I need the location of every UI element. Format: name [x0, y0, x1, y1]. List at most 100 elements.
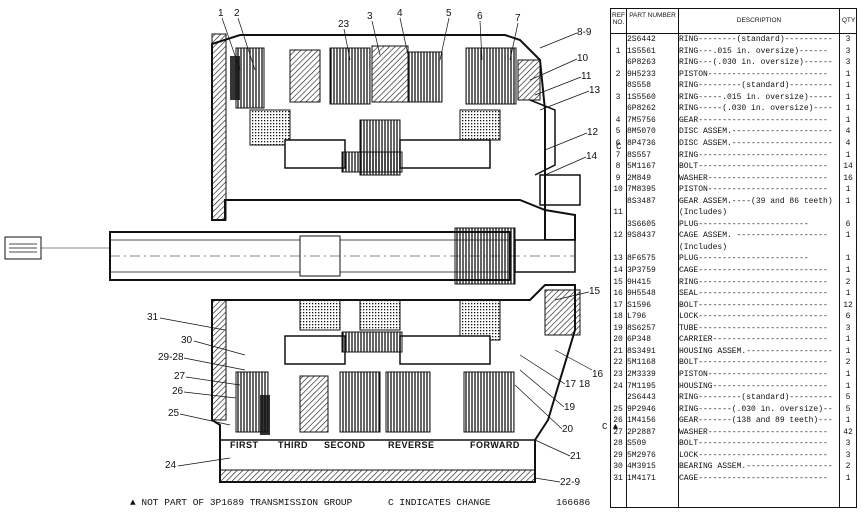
column-divider	[839, 9, 840, 507]
part-number-cell: 1M4156	[627, 416, 656, 426]
callout-number: 29-28	[158, 352, 184, 363]
description-cell: WASHER-------------------------	[679, 173, 828, 183]
qty-cell: 6	[845, 312, 851, 322]
column-divider	[626, 9, 627, 507]
header-ref-no: REF NO.	[612, 12, 625, 26]
change-mark: C	[616, 142, 622, 152]
callout-number: 8-9	[577, 27, 592, 38]
table-header: REF NO. PART NUMBER DESCRIPTION QTY	[611, 9, 856, 34]
ref-no-cell: 1	[615, 46, 621, 56]
table-row: 1 1S5561 RING---.015 in. oversize)------ 3	[611, 46, 856, 58]
ref-no-cell: 8	[615, 162, 621, 172]
ref-no-cell: 29	[613, 450, 623, 460]
ref-no-cell: 30	[613, 462, 623, 472]
description-cell: RING---------(standard)---------	[679, 81, 833, 91]
ref-no-cell: 17	[613, 300, 623, 310]
qty-cell: 1	[845, 104, 851, 114]
qty-cell: 5	[845, 404, 851, 414]
ref-no-cell: 25	[613, 404, 623, 414]
part-number-cell: 2S6443	[627, 393, 656, 403]
qty-cell: 3	[845, 439, 851, 449]
part-number-cell: L796	[627, 312, 647, 322]
ref-no-cell: 2	[615, 69, 621, 79]
description-cell: DISC ASSEM.---------------------	[679, 127, 833, 137]
part-number-cell: 5M1167	[627, 162, 656, 172]
qty-cell: 1	[845, 369, 851, 379]
column-divider	[678, 9, 679, 507]
part-number-cell: 2M3339	[627, 369, 656, 379]
callout-number: 30	[181, 335, 193, 346]
part-number-cell: 8F6575	[627, 254, 656, 264]
qty-cell: 1	[845, 473, 851, 483]
description-cell: PISTON-------------------------	[679, 369, 828, 379]
part-number-cell: 2M849	[627, 173, 652, 183]
callout-number: 10	[577, 53, 589, 64]
table-row: 11 (Includes)	[611, 207, 856, 219]
part-number-cell: 3S6605	[627, 219, 656, 229]
ref-no-cell: 7	[615, 150, 621, 160]
description-cell: PLUG-----------------------	[679, 254, 809, 264]
part-number-cell: 1S5561	[627, 46, 656, 56]
callout-number: 20	[562, 424, 574, 435]
callout-number: 4	[397, 8, 403, 19]
qty-cell: 1	[845, 150, 851, 160]
gear-label-forward: FORWARD	[470, 440, 520, 450]
ref-no-cell: 11	[613, 208, 623, 218]
callout-number: 31	[147, 312, 159, 323]
callout-number: 25	[168, 408, 180, 419]
ref-no-cell: 26	[613, 416, 623, 426]
ref-no-cell: 18	[613, 312, 623, 322]
ref-no-cell: 12	[613, 231, 623, 241]
qty-cell: 42	[843, 427, 853, 437]
qty-cell: 1	[845, 92, 851, 102]
description-cell: PLUG-----------------------	[679, 219, 809, 229]
description-cell: RING-----.015 in. oversize)-----	[679, 92, 833, 102]
table-row: 18 L796 LOCK--------------------------- 6	[611, 311, 856, 323]
description-cell: TUBE---------------------------	[679, 323, 828, 333]
description-cell: GEAR-------(138 and 89 teeth)---	[679, 416, 833, 426]
ref-no-cell: 27	[613, 427, 623, 437]
description-cell: LOCK---------------------------	[679, 312, 828, 322]
callout-number: 16	[592, 369, 604, 380]
ref-no-cell: 20	[613, 335, 623, 345]
part-number-cell: 7M8395	[627, 185, 656, 195]
qty-cell: 1	[845, 266, 851, 275]
qty-cell: 3	[845, 46, 851, 56]
ref-no-cell: 14	[613, 266, 623, 275]
description-cell: RING---------------------------	[679, 277, 828, 287]
description-cell: (Includes)	[679, 242, 728, 252]
callout-number: 2	[234, 8, 240, 19]
qty-cell: 2	[845, 277, 851, 287]
callout-number: 12	[587, 127, 599, 138]
description-cell: HOUSING------------------------	[679, 381, 828, 391]
ref-no-cell: 9	[615, 173, 621, 183]
description-cell: RING---.015 in. oversize)------	[679, 46, 828, 56]
gear-label-third: THIRD	[278, 440, 308, 450]
qty-cell: 3	[845, 35, 851, 44]
callout-number: 14	[586, 151, 598, 162]
part-number-cell: S1596	[627, 300, 652, 310]
part-number-cell: 2P2887	[627, 427, 656, 437]
description-cell: PISTON-------------------------	[679, 185, 828, 195]
callout-number: 1	[218, 8, 224, 19]
part-number-cell: 8S3491	[627, 346, 656, 356]
description-cell: BOLT---------------------------	[679, 300, 828, 310]
qty-cell: 1	[845, 115, 851, 125]
